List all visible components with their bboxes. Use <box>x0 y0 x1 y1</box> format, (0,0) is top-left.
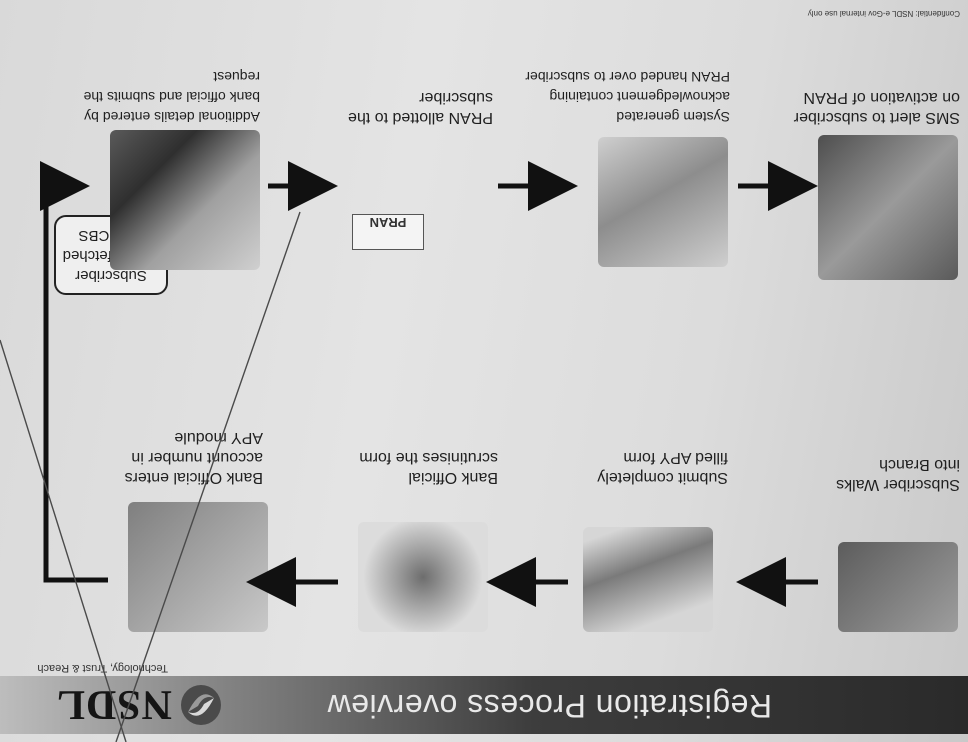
nsdl-logo-icon <box>181 685 221 725</box>
pen-line-2 <box>115 211 301 742</box>
arrow-step4-to-step5 <box>40 161 108 583</box>
pen-line-1 <box>0 339 127 742</box>
